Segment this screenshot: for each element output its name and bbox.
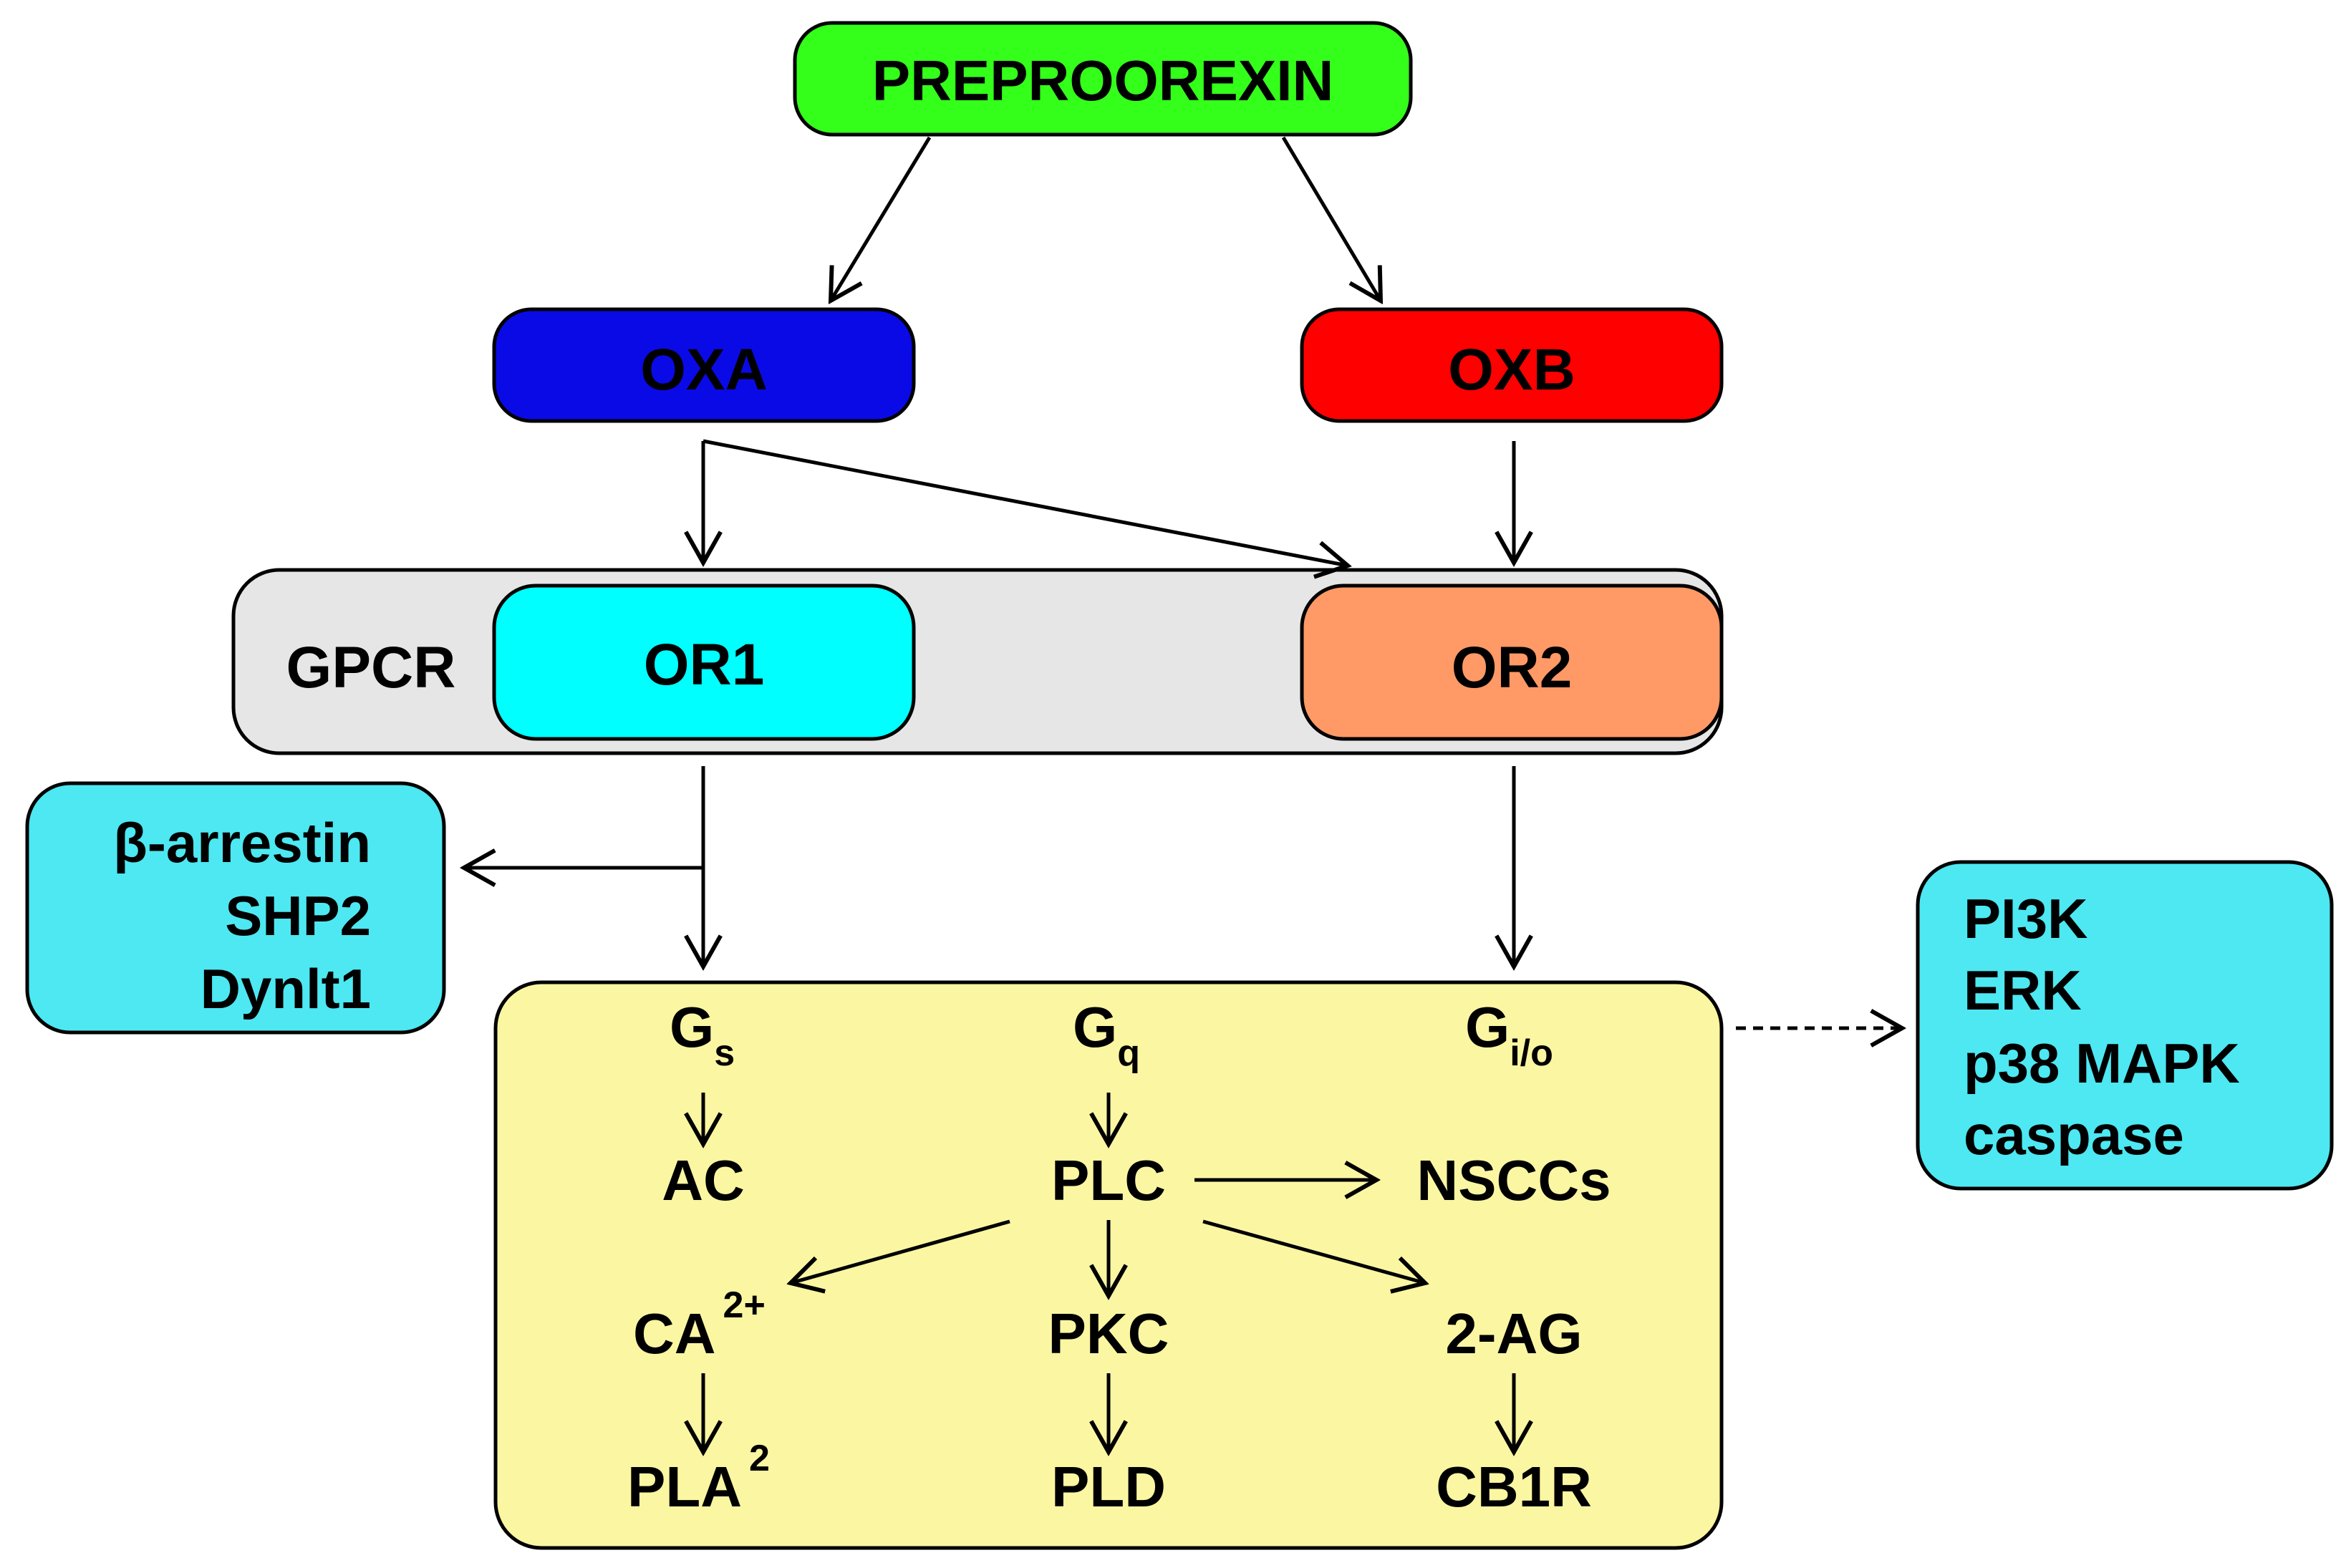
gio-sub: i/o: [1510, 1032, 1553, 1074]
p38-mapk-line: p38 MAPK: [1964, 1032, 2240, 1095]
gs-sub: s: [714, 1032, 735, 1074]
gs-base: G: [670, 995, 714, 1059]
oxb-label: OXB: [1448, 337, 1575, 402]
arrestin-box: [25, 781, 446, 1035]
gio-label: Gi/o: [1465, 995, 1553, 1074]
oxb-box: [1300, 307, 1724, 423]
nsccs-label: NSCCs: [1416, 1148, 1611, 1212]
preproorexin-label: PREPROOREXIN: [872, 49, 1334, 112]
gio-base: G: [1465, 995, 1510, 1059]
caspase-line: caspase: [1964, 1103, 2184, 1166]
preproorexin-box: [793, 21, 1413, 137]
pla-sup: 2: [749, 1438, 770, 1479]
kinase-box: [1916, 860, 2334, 1191]
gs-label: Gs: [670, 995, 735, 1074]
gq-sub: q: [1117, 1032, 1140, 1074]
pla-base: PLA: [627, 1455, 742, 1519]
gpcr-label: GPCR: [286, 635, 456, 700]
gq-label: Gq: [1073, 995, 1140, 1074]
oxa-box: [492, 307, 916, 423]
two-ag-label: 2-AG: [1445, 1302, 1582, 1365]
or1-label: OR1: [644, 632, 765, 697]
pi3k-line: PI3K: [1964, 887, 2087, 950]
or1-box: [492, 584, 916, 741]
cb1r-label: CB1R: [1436, 1455, 1592, 1519]
ac-label: AC: [662, 1148, 745, 1212]
ca-base: CA: [633, 1302, 716, 1365]
pld-label: PLD: [1051, 1455, 1166, 1519]
arrow-oxa-or2: [703, 439, 1348, 566]
arrow-preproorexin-oxa: [831, 136, 932, 301]
or2-label: OR2: [1452, 635, 1573, 700]
arrow-plc-ca: [791, 1219, 1010, 1283]
erk-line: ERK: [1964, 959, 2082, 1022]
ca-sup: 2+: [723, 1284, 766, 1326]
arrow-plc-2ag: [1202, 1219, 1425, 1283]
arrestin-line: β-arrestin: [113, 811, 371, 874]
arrow-preproorexin-oxb: [1281, 136, 1381, 301]
shp2-line: SHP2: [225, 884, 371, 947]
pkc-label: PKC: [1048, 1302, 1169, 1365]
plc-label: PLC: [1051, 1148, 1166, 1212]
oxa-label: OXA: [640, 337, 768, 402]
gq-base: G: [1073, 995, 1117, 1059]
dynlt1-line: Dynlt1: [201, 957, 371, 1020]
or2-box: [1300, 584, 1724, 741]
